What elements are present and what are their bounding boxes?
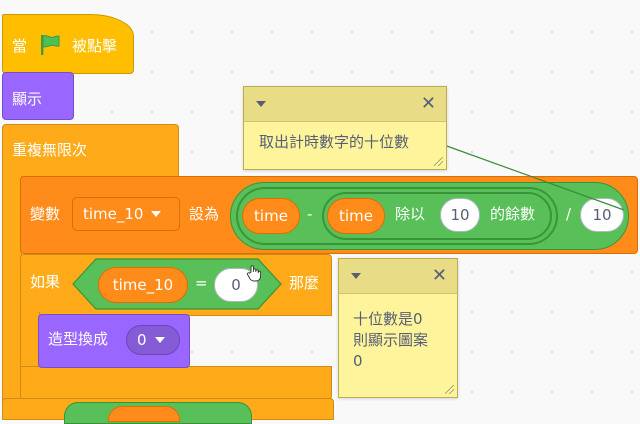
mod-label: 除以 — [395, 205, 426, 223]
costume-dropdown[interactable]: 0 — [126, 325, 180, 355]
close-icon[interactable]: ✕ — [420, 93, 436, 114]
forever-block-arm — [2, 176, 22, 417]
chevron-down-icon — [154, 337, 165, 343]
time10-variable-reporter[interactable]: time_10 — [98, 267, 188, 303]
hand-cursor-icon — [246, 265, 262, 282]
when-flag-suffix: 被點擊 — [72, 37, 118, 55]
comment-text[interactable]: 十位數是0 則顯示圖案 0 — [353, 309, 428, 372]
if-then-block-bottom — [20, 366, 332, 400]
resize-handle-icon[interactable] — [445, 385, 454, 394]
time-variable-reporter-b[interactable]: time — [327, 198, 385, 234]
comment-line: 則顯示圖案 — [353, 331, 429, 349]
show-label: 顯示 — [12, 90, 43, 108]
chevron-down-icon — [151, 211, 162, 217]
set-to-label: 設為 — [189, 205, 220, 223]
divide-sign: / — [566, 205, 572, 223]
next-reporter-partial[interactable] — [108, 406, 180, 422]
variable-dropdown-value: time_10 — [83, 205, 144, 223]
time-variable-reporter-a[interactable]: time — [242, 198, 300, 234]
close-icon[interactable]: ✕ — [431, 265, 447, 286]
comment-line: 0 — [353, 352, 363, 370]
minus-sign: - — [307, 205, 313, 223]
forever-label: 重複無限次 — [12, 141, 88, 159]
if-then-block-arm — [20, 312, 40, 368]
costume-dropdown-value: 0 — [137, 331, 147, 349]
collapse-caret-icon[interactable] — [351, 273, 361, 279]
comment-text[interactable]: 取出計時數字的十位數 — [259, 133, 410, 151]
comment-header[interactable]: ✕ — [244, 87, 446, 122]
show-block[interactable] — [2, 72, 74, 120]
set-variable-label: 變數 — [30, 205, 61, 223]
equals-sign: = — [195, 274, 208, 292]
collapse-caret-icon[interactable] — [256, 101, 266, 107]
variable-dropdown[interactable]: time_10 — [72, 197, 180, 231]
comment-note-2[interactable]: ✕ 十位數是0 則顯示圖案 0 — [338, 258, 458, 398]
when-flag-clicked-block[interactable] — [2, 14, 134, 74]
resize-handle-icon[interactable] — [434, 157, 443, 166]
comment-line: 十位數是0 — [353, 310, 423, 328]
then-label: 那麼 — [289, 274, 320, 292]
comment-note-1[interactable]: ✕ 取出計時數字的十位數 — [243, 86, 447, 170]
mod-value-input[interactable]: 10 — [440, 198, 480, 232]
if-label: 如果 — [30, 273, 61, 291]
mod-suffix-label: 的餘數 — [490, 205, 536, 223]
comment-header[interactable]: ✕ — [339, 259, 457, 294]
when-flag-label: 當 — [12, 37, 28, 55]
green-flag-icon[interactable] — [38, 34, 62, 56]
switch-costume-label: 造型換成 — [48, 330, 109, 348]
divisor-input[interactable]: 10 — [580, 198, 624, 232]
